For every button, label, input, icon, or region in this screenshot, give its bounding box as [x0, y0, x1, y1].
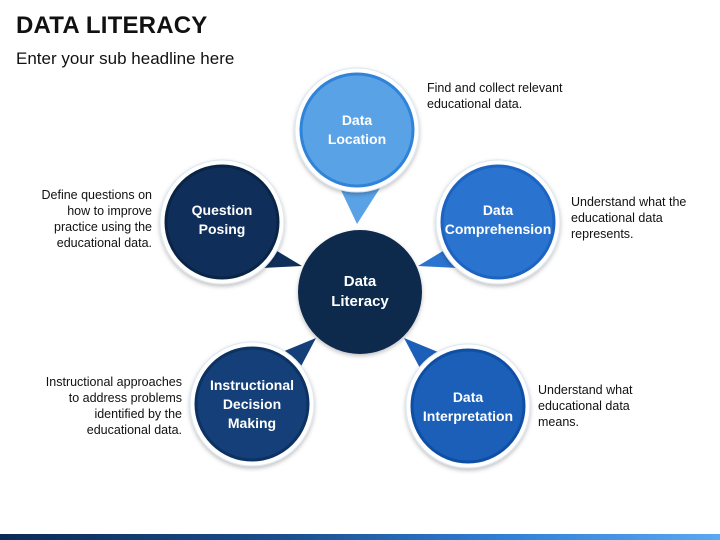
node-label-line: Data [453, 389, 484, 405]
page-title: DATA LITERACY [16, 12, 208, 39]
node-label-line: Data [342, 112, 373, 128]
node-label-line: Posing [199, 221, 246, 237]
node-label-line: Decision [223, 396, 281, 412]
description-question-posing: Define questions on how to improve pract… [41, 188, 153, 250]
node-instructional-decision-making: Instructional Decision Making [189, 338, 316, 467]
description-instructional-decision-making: Instructional approaches to address prob… [45, 375, 182, 437]
node-question-posing: Question Posing [159, 159, 302, 285]
node-label-line: Location [328, 131, 386, 147]
node-label-line: Data [483, 202, 514, 218]
node-label-line: Comprehension [445, 221, 552, 237]
description-data-interpretation: Understand what educational data means. [538, 383, 633, 429]
center-label-line2: Literacy [331, 293, 389, 310]
center-node: Data Literacy [298, 230, 422, 354]
node-data-location: Data Location [294, 67, 420, 224]
page-subtitle: Enter your sub headline here [16, 49, 235, 68]
node-label-line: Instructional [210, 377, 294, 393]
description-data-comprehension: Understand what the educational data rep… [571, 195, 687, 241]
bottom-accent-bar [0, 534, 720, 540]
node-label-line: Making [228, 415, 276, 431]
description-data-location: Find and collect relevant educational da… [427, 81, 563, 111]
center-label-line1: Data [344, 273, 377, 290]
node-label-line: Question [192, 202, 253, 218]
node-data-comprehension: Data Comprehension [418, 159, 561, 285]
node-label-line: Interpretation [423, 408, 513, 424]
node-data-interpretation: Data Interpretation [404, 338, 531, 469]
